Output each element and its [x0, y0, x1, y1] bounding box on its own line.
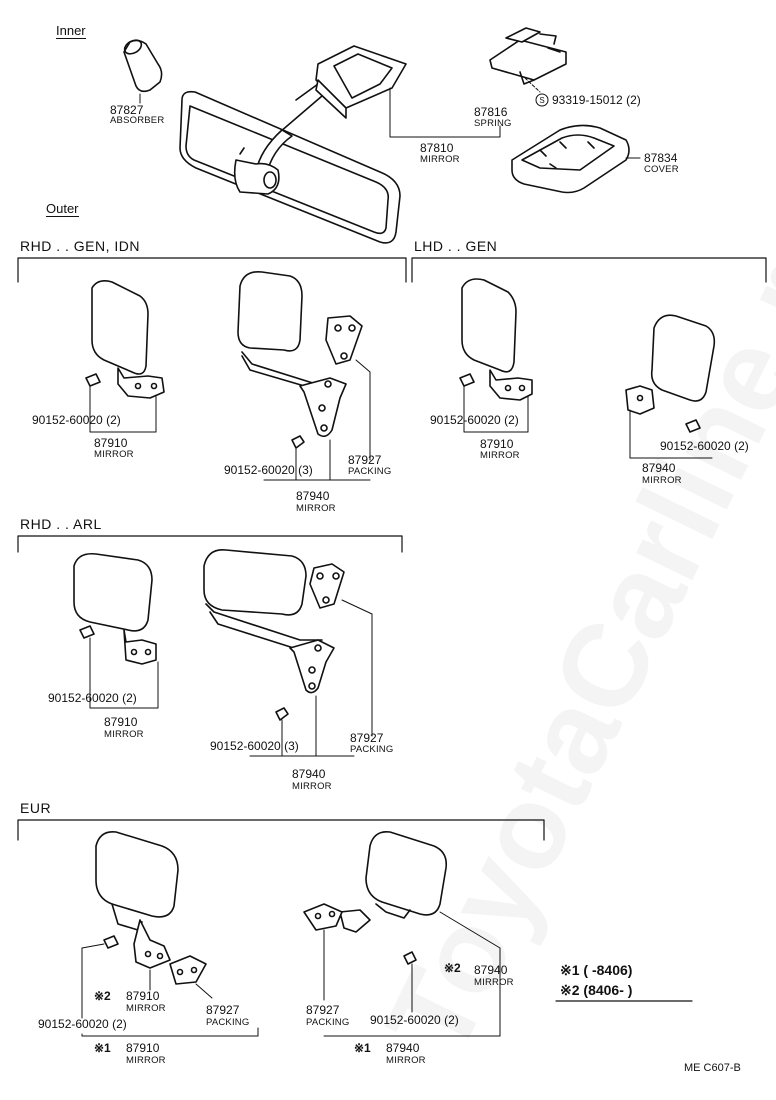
- eur-right-screw: 90152-60020 (2): [370, 1013, 459, 1027]
- lhd-gen-mirror-b-number: 87940: [642, 461, 676, 475]
- rhd-arl-mirror-a: [73, 552, 157, 691]
- lhd-gen-mirror-b-name: MIRROR: [642, 475, 682, 486]
- part-number-cover: 87834: [644, 151, 678, 165]
- absorber-drawing: [123, 39, 163, 104]
- eur-left-mirror2-mark: ※2: [94, 989, 111, 1003]
- rhd-gen-mirror-a-number: 87910: [94, 436, 128, 450]
- eur-left-screw: 90152-60020 (2): [38, 1017, 127, 1031]
- part-name-spring: SPRING: [474, 118, 512, 129]
- eur-left-mirror1-mark: ※1: [94, 1041, 111, 1055]
- eur-right-mirror2-number: 87940: [474, 963, 508, 977]
- rhd-gen-mirror-a-name: MIRROR: [94, 449, 134, 460]
- part-number-spring: 87816: [474, 105, 508, 119]
- eur-right-mirror1-name: MIRROR: [386, 1055, 426, 1066]
- note-2: ※2 (8406- ): [560, 982, 633, 998]
- rhd-arl-screw-a: 90152-60020 (2): [48, 691, 137, 705]
- clip-symbol: S: [539, 96, 545, 105]
- eur-right-packing-name: PACKING: [306, 1017, 350, 1028]
- lhd-gen-mirror-a-name: MIRROR: [480, 450, 520, 461]
- lhd-gen-screw-b: 90152-60020 (2): [660, 439, 749, 453]
- rhd-gen-packing-number: 87927: [348, 453, 382, 467]
- rhd-arl-mirror-b-name: MIRROR: [292, 781, 332, 792]
- eur-left-mirror1-name: MIRROR: [126, 1055, 166, 1066]
- rhd-gen-mirror-b: [237, 270, 371, 481]
- spring-drawing: [489, 27, 567, 85]
- eur-right-mirror1-number: 87940: [386, 1041, 420, 1055]
- part-name-absorber: ABSORBER: [110, 115, 165, 126]
- rhd-gen-screw-a: 90152-60020 (2): [32, 413, 121, 427]
- part-number-clip: 93319-15012 (2): [552, 93, 641, 107]
- inner-mirror-drawing: [179, 45, 407, 244]
- rhd-arl-mirror-a-number: 87910: [104, 715, 138, 729]
- clip-drawing: [524, 77, 549, 107]
- footer-code: ME C607-B: [684, 1062, 741, 1074]
- eur-left-mirror1-number: 87910: [126, 1041, 160, 1055]
- rhd-arl-mirror-b-number: 87940: [292, 767, 326, 781]
- part-number-absorber: 87827: [110, 103, 144, 117]
- rhd-gen-mirror-b-name: MIRROR: [296, 503, 336, 514]
- eur-left-mirror: [81, 830, 213, 1019]
- note-1: ※1 ( -8406): [560, 962, 633, 978]
- section-eur: EUR: [20, 800, 52, 816]
- rhd-arl-packing-name: PACKING: [350, 744, 394, 755]
- section-outer: Outer: [46, 201, 79, 217]
- rhd-gen-mirror-b-number: 87940: [296, 489, 330, 503]
- lhd-gen-mirror-a-number: 87910: [480, 437, 514, 451]
- section-rhd-arl: RHD . . ARL: [20, 516, 102, 532]
- rhd-arl-screw-b: 90152-60020 (3): [210, 739, 299, 753]
- cover-drawing: [511, 124, 641, 194]
- section-inner: Inner: [56, 23, 86, 39]
- eur-right-packing-number: 87927: [306, 1003, 340, 1017]
- rhd-arl-mirror-b: [203, 549, 373, 757]
- eur-left-mirror2-name: MIRROR: [126, 1003, 166, 1014]
- rhd-gen-packing-name: PACKING: [348, 466, 392, 477]
- eur-right-mirror2-name: MIRROR: [474, 977, 514, 988]
- eur-left-mirror2-number: 87910: [126, 989, 160, 1003]
- eur-left-packing-name: PACKING: [206, 1017, 250, 1028]
- section-lhd-gen: LHD . . GEN: [414, 238, 498, 254]
- eur-left-packing-number: 87927: [206, 1003, 240, 1017]
- part-name-cover: COVER: [644, 164, 679, 175]
- eur-right-mirror1-mark: ※1: [354, 1041, 371, 1055]
- rhd-gen-mirror-a: [85, 280, 165, 421]
- rhd-gen-screw-b: 90152-60020 (3): [224, 463, 313, 477]
- part-name-inner-mirror: MIRROR: [420, 154, 460, 165]
- part-number-inner-mirror: 87810: [420, 141, 454, 155]
- lhd-gen-screw-a: 90152-60020 (2): [430, 413, 519, 427]
- lhd-gen-mirror-b: [625, 314, 716, 459]
- lhd-gen-mirror-a: [459, 278, 533, 421]
- rhd-arl-packing-number: 87927: [350, 731, 384, 745]
- section-rhd-gen: RHD . . GEN, IDN: [20, 238, 141, 254]
- eur-right-mirror: [303, 830, 501, 1037]
- eur-right-mirror2-mark: ※2: [444, 961, 461, 975]
- rhd-arl-mirror-a-name: MIRROR: [104, 729, 144, 740]
